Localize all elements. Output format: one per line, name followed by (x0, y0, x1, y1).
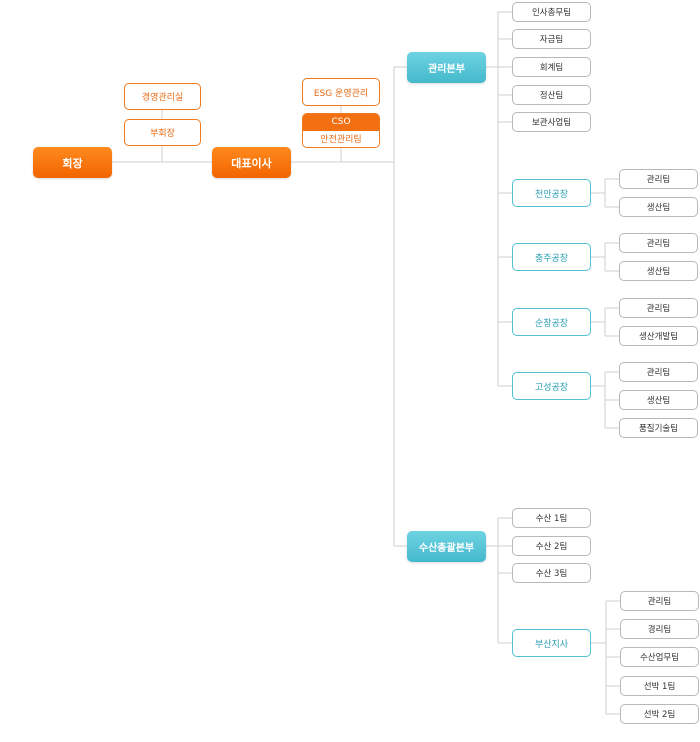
factory-node: 천안공장 (512, 179, 591, 207)
branch-team-node: 관리팀 (620, 591, 699, 611)
ceo-node: 대표이사 (212, 147, 291, 178)
marine-team-node: 수산 1팀 (512, 508, 591, 528)
factory-team-node: 관리팀 (619, 233, 698, 253)
vice-chairman-node: 부회장 (124, 119, 201, 146)
cso-node: CSO 안전관리팀 (302, 113, 380, 148)
factory-team-node: 관리팀 (619, 169, 698, 189)
factory-team-node: 생산팀 (619, 197, 698, 217)
factory-node: 충주공장 (512, 243, 591, 271)
branch-team-node: 선박 2팀 (620, 704, 699, 724)
factory-team-node: 생산팀 (619, 390, 698, 410)
factory-team-node: 생산팀 (619, 261, 698, 281)
branch-team-node: 선박 1팀 (620, 676, 699, 696)
mgmt-office-node: 경영관리실 (124, 83, 201, 110)
branch-team-node: 경리팀 (620, 619, 699, 639)
cso-team: 안전관리팀 (303, 130, 379, 147)
hq-marine-node: 수산총괄본부 (407, 531, 486, 562)
factory-node: 순창공장 (512, 308, 591, 336)
marine-team-node: 수산 3팀 (512, 563, 591, 583)
cso-title: CSO (303, 114, 379, 131)
admin-team-node: 자금팀 (512, 29, 591, 49)
esg-node: ESG 운영관리 (302, 78, 380, 106)
marine-team-node: 수산 2팀 (512, 536, 591, 556)
admin-team-node: 인사총무팀 (512, 2, 591, 22)
admin-team-node: 회계팀 (512, 57, 591, 77)
branch-node: 부산지사 (512, 629, 591, 657)
admin-team-node: 보관사업팀 (512, 112, 591, 132)
admin-team-node: 정산팀 (512, 85, 591, 105)
factory-node: 고성공장 (512, 372, 591, 400)
chairman-node: 회장 (33, 147, 112, 178)
factory-team-node: 관리팀 (619, 298, 698, 318)
factory-team-node: 품질기술팀 (619, 418, 698, 438)
factory-team-node: 생산개발팀 (619, 326, 698, 346)
factory-team-node: 관리팀 (619, 362, 698, 382)
hq-admin-node: 관리본부 (407, 52, 486, 83)
branch-team-node: 수산업무팀 (620, 647, 699, 667)
